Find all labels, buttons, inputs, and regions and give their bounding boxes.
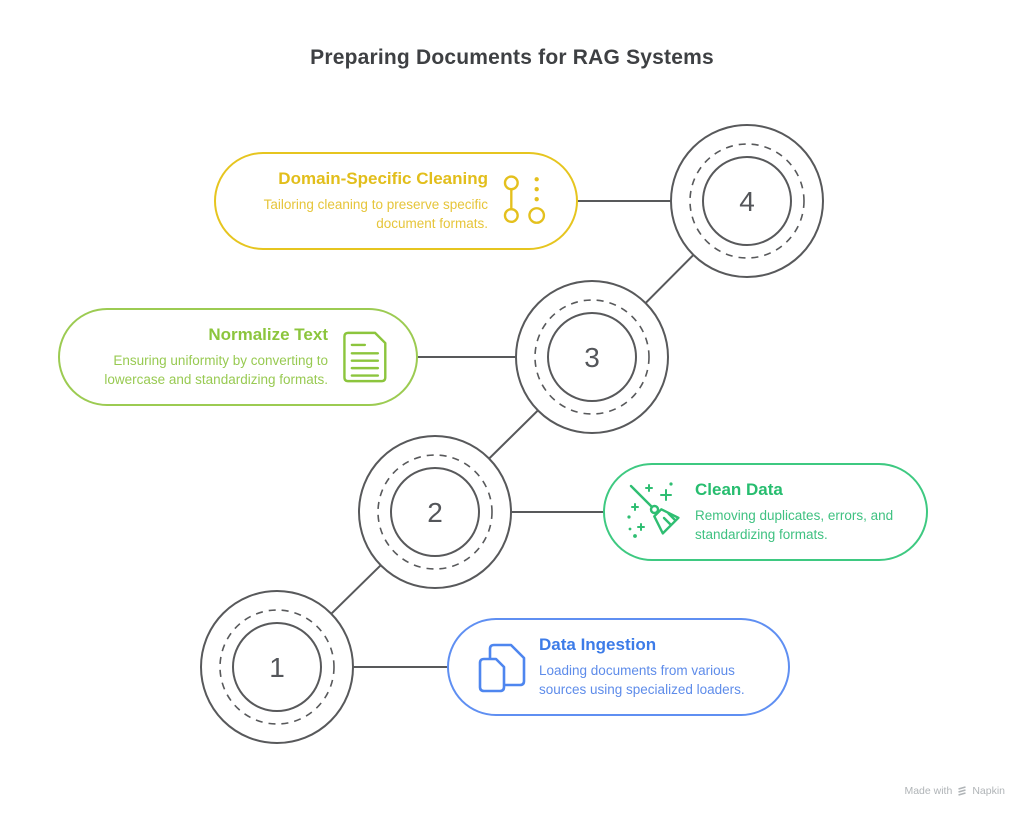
node3-number: 3	[584, 342, 600, 373]
step-card-data-ingestion: Data Ingestion Loading documents from va…	[447, 618, 790, 716]
node4-number: 4	[739, 186, 755, 217]
card-text-block: Clean Data Removing duplicates, errors, …	[695, 480, 893, 545]
node3-dashed-ring	[534, 299, 650, 415]
documents-stack-icon	[465, 639, 539, 695]
description-line: sources using specialized loaders.	[539, 681, 745, 697]
description-line: Loading documents from various	[539, 662, 735, 678]
step-node-2: 2	[358, 435, 512, 589]
step-node-3: 3	[515, 280, 669, 434]
broom-sparkle-icon	[615, 480, 695, 544]
card-text-block: Normalize Text Ensuring uniformity by co…	[104, 325, 328, 390]
card-title: Domain-Specific Cleaning	[278, 168, 488, 188]
node1-number: 1	[269, 652, 285, 683]
node4-inner-circle	[702, 156, 792, 246]
card-text-block: Data Ingestion Loading documents from va…	[539, 635, 745, 700]
step-node-1: 1	[200, 590, 354, 744]
node2-number: 2	[427, 497, 443, 528]
node1-dashed-ring	[219, 609, 335, 725]
node4-dashed-ring	[689, 143, 805, 259]
napkin-logo-icon	[956, 785, 968, 797]
connector-lines	[276, 200, 748, 668]
card-text-block: Domain-Specific Cleaning Tailoring clean…	[264, 169, 488, 234]
card-description: Tailoring cleaning to preserve specific …	[264, 196, 488, 234]
document-lines-icon	[328, 328, 398, 386]
card-description: Ensuring uniformity by converting to low…	[104, 352, 328, 390]
description-line: Tailoring cleaning to preserve specific	[263, 196, 488, 212]
watermark: Made with Napkin	[904, 785, 1005, 797]
step-card-domain-specific-cleaning: Domain-Specific Cleaning Tailoring clean…	[214, 152, 578, 250]
watermark-prefix: Made with	[904, 785, 953, 797]
step-card-clean-data: Clean Data Removing duplicates, errors, …	[603, 463, 928, 561]
step-node-4: 4	[670, 124, 824, 278]
card-description: Removing duplicates, errors, and standar…	[695, 507, 893, 545]
node3-inner-circle	[547, 312, 637, 402]
node2-inner-circle	[390, 467, 480, 557]
node2-dashed-ring	[377, 454, 493, 570]
description-line: document formats.	[376, 215, 488, 231]
card-title: Clean Data	[695, 479, 783, 499]
step-card-normalize-text: Normalize Text Ensuring uniformity by co…	[58, 308, 418, 406]
description-line: lowercase and standardizing formats.	[104, 371, 328, 387]
watermark-brand: Napkin	[972, 785, 1005, 797]
description-line: Removing duplicates, errors, and	[695, 507, 894, 523]
card-description: Loading documents from various sources u…	[539, 662, 745, 700]
node1-inner-circle	[232, 622, 322, 712]
slider-steps-icon	[488, 172, 560, 230]
page-title: Preparing Documents for RAG Systems	[310, 46, 714, 69]
card-title: Data Ingestion	[539, 634, 657, 654]
card-title: Normalize Text	[208, 324, 328, 344]
description-line: standardizing formats.	[695, 526, 828, 542]
description-line: Ensuring uniformity by converting to	[113, 352, 328, 368]
